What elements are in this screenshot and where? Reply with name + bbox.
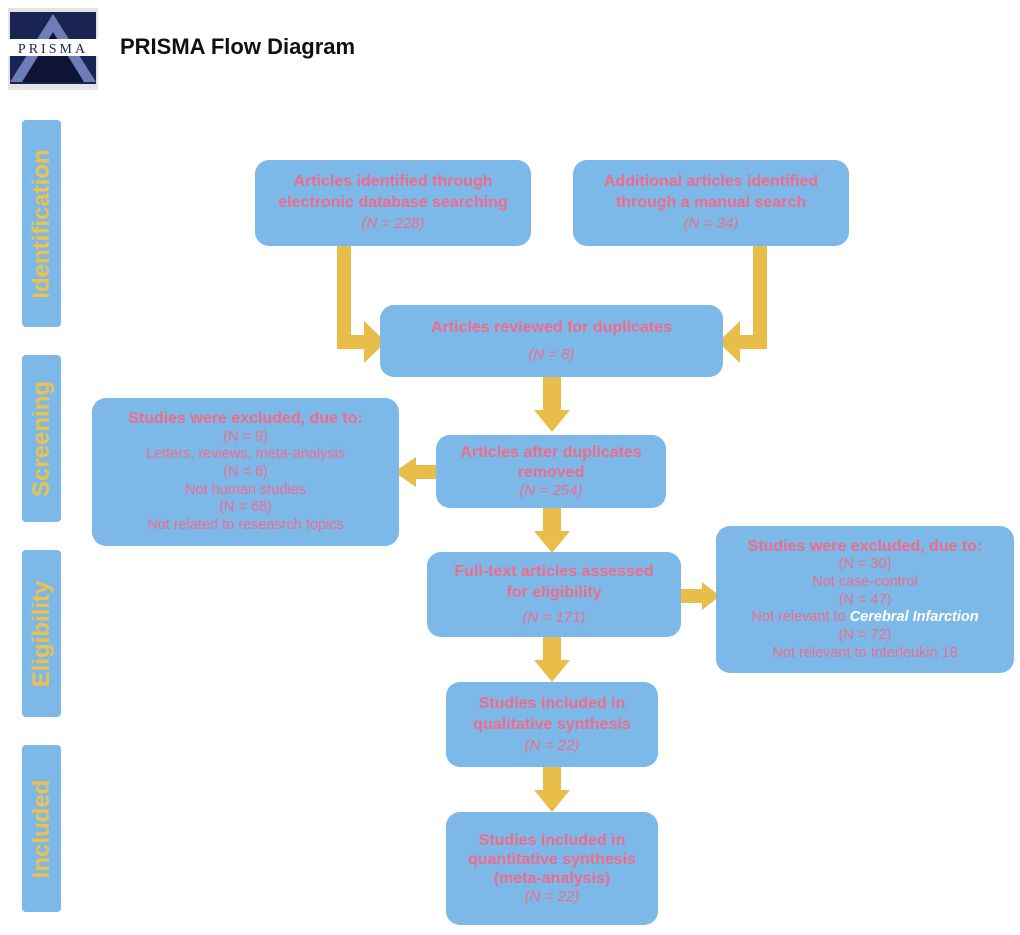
duplicates-count: (N = 8) xyxy=(528,345,575,363)
database-line2: electronic database searching xyxy=(278,194,508,212)
box-excluded-screening: Studies were excluded, due to: (N = 9) L… xyxy=(92,398,399,546)
excluded-screening-n2: (N = 6) xyxy=(223,464,268,481)
excluded-eligibility-n2: (N = 47) xyxy=(838,591,892,608)
excluded-screening-n3: (N = 68) xyxy=(219,499,272,516)
box-quantitative-synthesis: Studies included in quantitative synthes… xyxy=(446,812,658,925)
logo-text: PRISMA xyxy=(18,42,88,57)
arrow-after-to-fulltext xyxy=(534,508,570,553)
after-duplicates-line2: removed xyxy=(517,463,585,481)
excluded-eligibility-title: Studies were excluded, due to: xyxy=(747,537,983,555)
box-duplicates-review: Articles reviewed for duplicates (N = 8) xyxy=(380,305,723,377)
qualitative-line1: Studies included in xyxy=(478,694,626,712)
box-excluded-eligibility: Studies were excluded, due to: (N = 30) … xyxy=(716,526,1014,673)
excluded-screening-title: Studies were excluded, due to: xyxy=(128,410,363,428)
box-manual-search: Additional articles identified through a… xyxy=(573,160,849,246)
arrow-database-to-duplicates xyxy=(337,246,386,363)
quantitative-line2: quantitative synthesis xyxy=(467,850,637,868)
excluded-screening-r2: Not human studies xyxy=(185,481,306,498)
arrow-fulltext-to-excluded xyxy=(681,582,720,610)
quantitative-line3: (meta-analysis) xyxy=(493,870,611,888)
excluded-eligibility-r2-emph: Cerebral Infarction xyxy=(849,609,979,626)
prisma-logo: PRISMA xyxy=(8,8,98,90)
phase-included: Included xyxy=(22,745,61,912)
fulltext-line1: Full-text articles assessed xyxy=(454,562,654,580)
arrow-fulltext-to-qualitative xyxy=(534,637,570,682)
database-count: (N = 228) xyxy=(361,215,425,233)
after-duplicates-line1: Articles after duplicates xyxy=(460,444,642,462)
fulltext-line2: for eligibility xyxy=(506,583,602,601)
box-database-search: Articles identified through electronic d… xyxy=(255,160,531,246)
excluded-eligibility-n3: (N = 72) xyxy=(838,626,892,643)
arrow-duplicates-to-after xyxy=(534,377,570,432)
quantitative-line1: Studies included in xyxy=(478,831,626,849)
qualitative-count: (N = 22) xyxy=(524,736,580,754)
manual-count: (N = 34) xyxy=(683,215,739,233)
duplicates-line1: Articles reviewed for duplicates xyxy=(431,318,672,336)
excluded-eligibility-r2: Not relevant to Cerebral Infarction xyxy=(751,609,978,627)
manual-line2: through a manual search xyxy=(615,194,807,212)
excluded-eligibility-n1: (N = 30) xyxy=(838,556,892,573)
fulltext-count: (N = 171) xyxy=(522,608,586,626)
excluded-eligibility-r2-prefix: Not relevant to xyxy=(751,609,850,626)
database-line1: Articles identified through xyxy=(293,173,493,191)
manual-line1: Additional articles identified xyxy=(603,173,819,191)
qualitative-line2: qualitative synthesis xyxy=(473,715,631,733)
arrow-manual-to-duplicates xyxy=(718,246,767,363)
phase-eligibility: Eligibility xyxy=(22,550,61,717)
excluded-screening-r3: Not related to reseasrch topics xyxy=(147,517,344,534)
excluded-eligibility-r1: Not case-control xyxy=(812,573,918,590)
box-qualitative-synthesis: Studies included in qualitative synthesi… xyxy=(446,682,658,767)
excluded-eligibility-r3: Not relevant to Interleukin 18 xyxy=(772,644,958,661)
excluded-screening-n1: (N = 9) xyxy=(223,428,268,445)
phase-identification: Identification xyxy=(22,120,61,327)
arrow-after-to-excluded xyxy=(394,457,436,487)
page-title: PRISMA Flow Diagram xyxy=(120,34,356,59)
phase-screening: Screening xyxy=(22,355,61,522)
after-duplicates-count: (N = 254) xyxy=(519,481,583,499)
box-fulltext-assessed: Full-text articles assessed for eligibil… xyxy=(427,552,681,637)
excluded-screening-r1: Letters, reviews, meta-analysis xyxy=(145,446,346,463)
arrow-qualitative-to-quantitative xyxy=(534,767,570,812)
box-after-duplicates: Articles after duplicates removed (N = 2… xyxy=(436,435,666,508)
quantitative-count: (N = 22) xyxy=(524,888,580,906)
